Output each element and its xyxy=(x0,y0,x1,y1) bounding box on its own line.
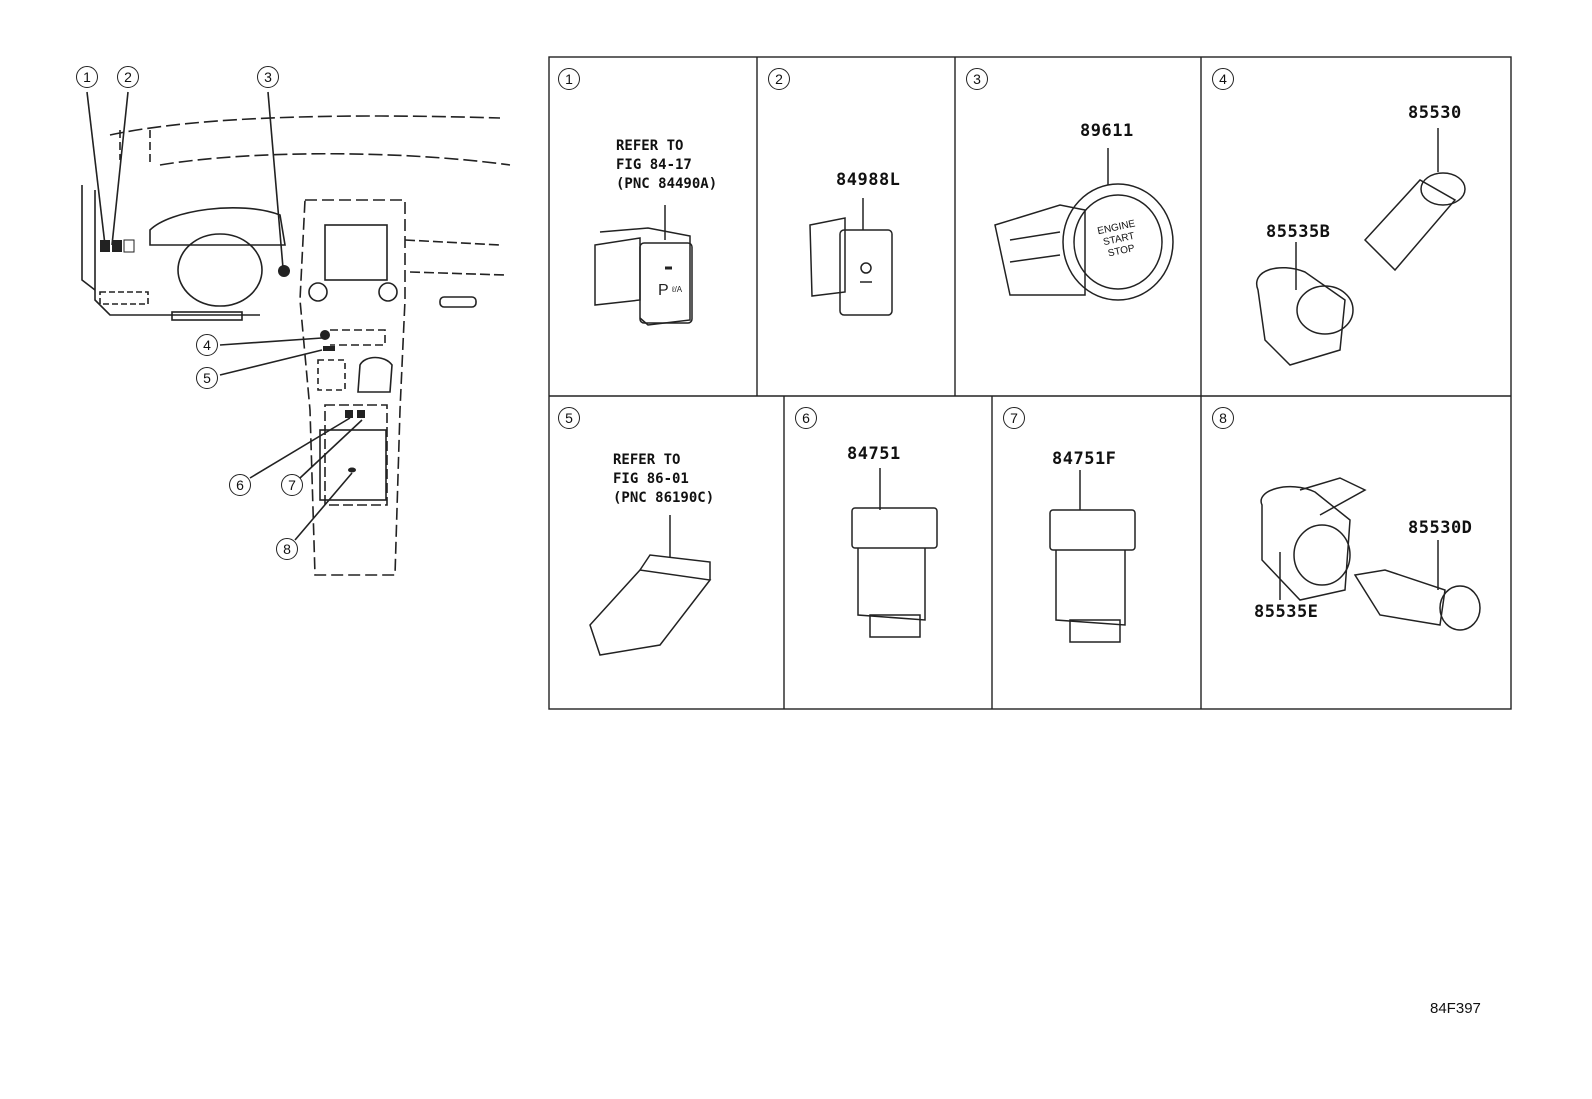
svg-text:P: P xyxy=(658,282,669,299)
switch-marker-2 xyxy=(112,240,122,252)
part-number-85535E: 85535E xyxy=(1254,602,1319,622)
svg-text:ℓ/A: ℓ/A xyxy=(671,285,683,294)
switch-drawing-7 xyxy=(1049,470,1136,643)
leader-6 xyxy=(249,417,351,479)
center-console-outline xyxy=(299,199,406,576)
marker-5 xyxy=(323,346,335,351)
overview-callout-3: 3 xyxy=(257,66,279,88)
switch-drawing-6 xyxy=(851,468,938,638)
cell-number-6: 6 xyxy=(795,407,817,429)
engine-start-button-drawing xyxy=(994,148,1174,301)
overview-callout-8: 8 xyxy=(276,538,298,560)
part-number-85535B: 85535B xyxy=(1266,222,1331,242)
instrument-cluster xyxy=(149,206,286,246)
switch-marker-6 xyxy=(345,410,353,418)
leader-1 xyxy=(86,91,106,246)
overview-callout-7: 7 xyxy=(281,474,303,496)
part-number-85530D: 85530D xyxy=(1408,518,1473,538)
switch-drawing-5 xyxy=(589,515,712,656)
dash-top-outline xyxy=(109,115,501,136)
part-number-89611: 89611 xyxy=(1080,121,1134,141)
cell-number-7: 7 xyxy=(1003,407,1025,429)
switch-marker-7 xyxy=(357,410,365,418)
power-outlet-drawing-8 xyxy=(1260,477,1481,631)
switch-marker-1 xyxy=(100,240,110,252)
socket-marker-8 xyxy=(348,467,356,473)
overview-callout-5: 5 xyxy=(196,367,218,389)
grid-border xyxy=(548,56,1512,710)
power-outlet-drawing-4 xyxy=(1255,128,1466,366)
overview-callout-1: 1 xyxy=(76,66,98,88)
start-button-marker xyxy=(278,265,290,277)
part-number-85530: 85530 xyxy=(1408,103,1462,123)
traction-control-switch-drawing xyxy=(809,198,893,316)
dash-lower-outline xyxy=(159,152,511,166)
leader-7 xyxy=(299,419,363,479)
cell-number-4: 4 xyxy=(1212,68,1234,90)
leader-3 xyxy=(267,91,284,269)
dashboard-overview-drawing xyxy=(81,91,511,576)
part-number-84751: 84751 xyxy=(847,444,901,464)
socket-marker-4 xyxy=(320,330,330,340)
cell-number-5: 5 xyxy=(558,407,580,429)
leader-5 xyxy=(219,349,323,376)
figure-code: 84F397 xyxy=(1430,1000,1481,1017)
cell-number-8: 8 xyxy=(1212,407,1234,429)
part-number-84751F: 84751F xyxy=(1052,449,1117,469)
part-number-84988L: 84988L xyxy=(836,170,901,190)
leader-8 xyxy=(294,472,353,541)
parking-assist-switch-drawing: P ℓ/A xyxy=(594,205,693,326)
overview-callout-4: 4 xyxy=(196,334,218,356)
steering-wheel xyxy=(177,233,263,307)
leader-4 xyxy=(219,337,323,346)
overview-callout-2: 2 xyxy=(117,66,139,88)
cell-number-2: 2 xyxy=(768,68,790,90)
cell-number-3: 3 xyxy=(966,68,988,90)
cell-number-1: 1 xyxy=(558,68,580,90)
overview-callout-6: 6 xyxy=(229,474,251,496)
leader-2 xyxy=(111,91,129,246)
